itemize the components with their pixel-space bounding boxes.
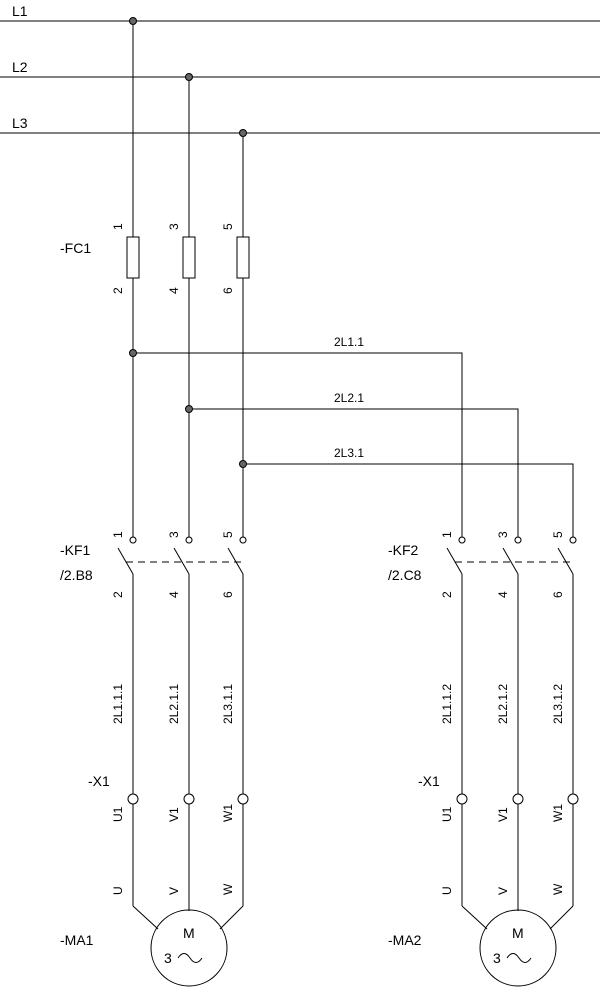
fuse-element [126, 236, 140, 279]
contact-pin-label: 4 [496, 591, 510, 598]
contact-pole [502, 536, 522, 590]
junction-dot [129, 349, 137, 357]
contact-pin-label: 5 [551, 531, 565, 538]
motor-terminal-label: V [496, 887, 510, 895]
terminal [456, 793, 468, 805]
contactor-tag: -KF2 [388, 542, 419, 558]
wire-label: 2L1.1.2 [440, 684, 454, 724]
motor-terminal-label: V [167, 887, 181, 895]
terminal-label: U1 [111, 806, 125, 822]
motor-terminal-label: U [440, 886, 454, 895]
supply-buses: L1 L2 L3 [0, 3, 600, 134]
motor-symbol [479, 909, 557, 987]
bus-l2-label: L2 [12, 59, 28, 75]
contactor-tag: -KF1 [60, 542, 91, 558]
bus-l1-label: L1 [12, 3, 28, 19]
terminal-label: V1 [167, 807, 181, 822]
wire-label: 2L3.1.1 [221, 684, 235, 724]
motor-ma1: -MA1 M 3 U V W [60, 804, 244, 987]
motor-terminal-label: W [551, 883, 565, 895]
contactor-kf2: -KF2 /2.C8 1 3 5 2 4 6 [388, 531, 577, 598]
wire-label: 2L1.1.1 [111, 684, 125, 724]
motor-tag: -MA2 [388, 932, 422, 948]
fuse-element [182, 236, 196, 279]
fuse-pin-label: 4 [167, 287, 181, 294]
motor-tag: -MA1 [60, 932, 94, 948]
fuse-tag: -FC1 [60, 240, 91, 256]
fuse-pin-label: 2 [111, 287, 125, 294]
wire-label: 2L2.1.2 [496, 684, 510, 724]
motor-letter: M [183, 925, 195, 941]
contact-pin-label: 3 [496, 531, 510, 538]
motor-ma2: -MA2 M 3 U V W [388, 804, 574, 987]
fuse-pin-label: 3 [167, 223, 181, 230]
junction-dot [239, 460, 247, 468]
terminal-label: V1 [496, 807, 510, 822]
contact-pole [117, 536, 137, 590]
contactor-reference: /2.B8 [60, 567, 93, 583]
junction-dot [129, 17, 137, 25]
contactor-reference: /2.C8 [388, 567, 422, 583]
junction-dot [185, 405, 193, 413]
contact-pin-label: 6 [551, 591, 565, 598]
ac-tilde-icon [177, 953, 203, 963]
junction-dot [185, 73, 193, 81]
contact-pin-label: 1 [111, 531, 125, 538]
contact-pin-label: 1 [440, 531, 454, 538]
motor-letter: M [512, 925, 524, 941]
motor-feed-wires: 2L1.1.1 2L2.1.1 2L3.1.1 2L1.1.2 2L2.1.2 … [111, 590, 574, 794]
motor-phases: 3 [164, 950, 172, 966]
contact-pole [557, 536, 577, 590]
contact-pin-label: 5 [221, 531, 235, 538]
terminal [567, 793, 579, 805]
terminal [127, 793, 139, 805]
wire-label: 2L2.1 [334, 391, 364, 405]
fuse-pin-label: 6 [221, 287, 235, 294]
contact-pole [173, 536, 193, 590]
terminal-strip-tag: -X1 [88, 773, 110, 789]
fuse-pin-label: 1 [111, 223, 125, 230]
branch-wires: 2L1.1 2L2.1 2L3.1 [129, 335, 574, 537]
feeder-wires [129, 17, 247, 237]
terminal-strip-x1-right: -X1 U1 V1 W1 [418, 773, 579, 822]
contact-pin-label: 3 [167, 531, 181, 538]
contact-pin-label: 6 [221, 591, 235, 598]
fuse-element [236, 236, 250, 279]
fuse-fc1: -FC1 1 3 5 2 4 6 [60, 223, 250, 294]
motor-symbol [150, 909, 228, 987]
wire-label: 2L3.1.2 [551, 684, 565, 724]
motor-terminal-label: U [111, 886, 125, 895]
wire-label: 2L3.1 [334, 446, 364, 460]
terminal [512, 793, 524, 805]
terminal-label: U1 [440, 806, 454, 822]
terminal [237, 793, 249, 805]
terminal [183, 793, 195, 805]
bus-l3-label: L3 [12, 115, 28, 131]
fuse-pin-label: 5 [221, 223, 235, 230]
wire-label: 2L2.1.1 [167, 684, 181, 724]
contact-pole [227, 536, 247, 590]
motor-terminal-label: W [221, 883, 235, 895]
terminal-label: W1 [551, 804, 565, 822]
terminal-strip-x1-left: -X1 U1 V1 W1 [88, 773, 249, 822]
ac-tilde-icon [506, 953, 532, 963]
terminal-strip-tag: -X1 [418, 773, 440, 789]
contact-pin-label: 4 [167, 591, 181, 598]
wire-label: 2L1.1 [334, 335, 364, 349]
contact-pin-label: 2 [440, 591, 454, 598]
motor-phases: 3 [493, 950, 501, 966]
terminal-label: W1 [221, 804, 235, 822]
junction-dot [239, 129, 247, 137]
contactor-kf1: -KF1 /2.B8 1 3 5 2 4 6 [60, 531, 247, 598]
contact-pole [446, 536, 466, 590]
contact-pin-label: 2 [111, 591, 125, 598]
